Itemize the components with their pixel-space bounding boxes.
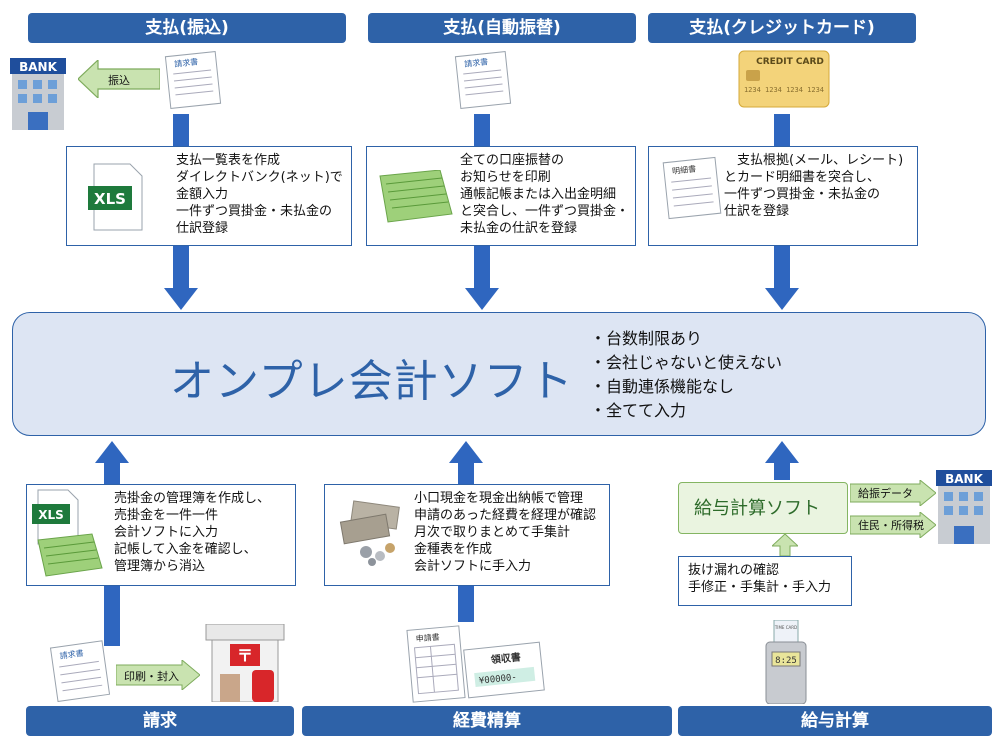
accounting-software-box bbox=[12, 312, 986, 436]
transfer-process-text: 支払一覧表を作成 ダイレクトバンク(ネット)で 金額入力 一件ずつ買掛金・未払金… bbox=[176, 153, 343, 236]
resident-tax-label: 住民・所得税 bbox=[858, 519, 924, 532]
software-limitations-list: 台数制限あり 会社じゃないと使えない 自動連係機能なし 全てて入力 bbox=[590, 327, 782, 423]
header-payroll: 給与計算 bbox=[678, 706, 992, 736]
header-pay-auto: 支払(自動振替) bbox=[368, 13, 636, 43]
xls-icon: XLS bbox=[86, 162, 146, 232]
up-arrow bbox=[95, 441, 129, 463]
bank-icon: BANK bbox=[934, 470, 994, 544]
down-arrow bbox=[765, 288, 799, 310]
post-office-icon: 〒 bbox=[202, 623, 288, 703]
payroll-data-arrow bbox=[849, 478, 937, 508]
bank-icon: BANK bbox=[8, 58, 68, 130]
svg-text:請求書: 請求書 bbox=[59, 648, 84, 661]
svg-text:請求書: 請求書 bbox=[464, 56, 489, 68]
connector bbox=[173, 114, 189, 146]
arrow-shaft bbox=[173, 246, 189, 290]
resident-tax-arrow bbox=[849, 510, 937, 540]
svg-text:〒: 〒 bbox=[237, 646, 253, 665]
payroll-software-box bbox=[678, 482, 848, 534]
statement-icon: 明細書 bbox=[660, 156, 724, 220]
header-pay-transfer: 支払(振込) bbox=[28, 13, 346, 43]
billing-process-text: 売掛金の管理簿を作成し、 売掛金を一件一件 会計ソフトに入力 記帳して入金を確認… bbox=[114, 491, 271, 574]
limitation-item: 台数制限あり bbox=[590, 327, 782, 351]
svg-text:1234 1234 1234 1234: 1234 1234 1234 1234 bbox=[744, 86, 824, 94]
credit-card-icon: CREDIT CARD 1234 1234 1234 1234 bbox=[738, 50, 830, 108]
accounting-software-title: オンプレ会計ソフト bbox=[170, 356, 574, 407]
svg-text:CREDIT CARD: CREDIT CARD bbox=[756, 57, 824, 67]
svg-text:申請書: 申請書 bbox=[415, 632, 440, 644]
down-arrow bbox=[465, 288, 499, 310]
svg-text:明細書: 明細書 bbox=[672, 164, 697, 176]
up-arrow bbox=[765, 441, 799, 463]
card-process-text: 支払根拠(メール、レシート) とカード明細書を突合し、 一件ずつ買掛金・未払金の… bbox=[724, 153, 904, 219]
xls-icon: XLS bbox=[30, 488, 110, 582]
down-arrow bbox=[164, 288, 198, 310]
payroll-check-text: 抜け漏れの確認 手修正・手集計・手入力 bbox=[688, 563, 832, 595]
invoice-icon: 請求書 bbox=[162, 50, 224, 110]
expense-process-text: 小口現金を現金出納帳で管理 申請のあった経費を経理が確認 月次で取りまとめて手集… bbox=[414, 491, 597, 574]
invoice-icon: 請求書 bbox=[46, 640, 116, 703]
payroll-check-box bbox=[678, 556, 852, 606]
connector bbox=[474, 114, 490, 146]
print-seal-label: 印刷・封入 bbox=[124, 670, 179, 683]
svg-text:XLS: XLS bbox=[94, 190, 126, 208]
limitation-item: 自動連係機能なし bbox=[590, 375, 782, 399]
transfer-label: 振込 bbox=[108, 74, 130, 87]
header-pay-card: 支払(クレジットカード) bbox=[648, 13, 916, 43]
svg-text:8:25: 8:25 bbox=[775, 656, 797, 666]
connector bbox=[104, 586, 120, 646]
svg-text:BANK: BANK bbox=[19, 60, 57, 74]
svg-text:領収書: 領収書 bbox=[489, 650, 521, 666]
arrow-shaft bbox=[774, 246, 790, 290]
svg-text:XLS: XLS bbox=[38, 508, 64, 522]
arrow-shaft bbox=[104, 462, 120, 484]
connector bbox=[774, 114, 790, 146]
svg-text:¥00000-: ¥00000- bbox=[479, 673, 518, 687]
arrow-shaft bbox=[774, 462, 790, 480]
svg-text:BANK: BANK bbox=[945, 472, 983, 486]
payroll-data-label: 給振データ bbox=[858, 487, 913, 500]
limitation-item: 会社じゃないと使えない bbox=[590, 351, 782, 375]
receipt-icon: 領収書 ¥00000- bbox=[462, 640, 546, 700]
up-arrow bbox=[449, 441, 483, 463]
cash-icon bbox=[336, 500, 406, 570]
svg-text:TIME CARD: TIME CARD bbox=[774, 625, 797, 630]
limitation-item: 全てて入力 bbox=[590, 399, 782, 423]
arrow-shaft bbox=[458, 462, 474, 484]
print-seal-arrow bbox=[115, 658, 201, 692]
passbook-icon bbox=[370, 169, 454, 224]
svg-text:請求書: 請求書 bbox=[174, 56, 199, 68]
timecard-icon: TIME CARD 8:25 bbox=[764, 619, 808, 705]
invoice-icon: 請求書 bbox=[452, 50, 514, 110]
connector bbox=[458, 586, 474, 622]
header-billing: 請求 bbox=[26, 706, 294, 736]
payroll-software-label: 給与計算ソフト bbox=[694, 498, 820, 519]
application-form-icon: 申請書 bbox=[404, 624, 468, 704]
header-expense: 経費精算 bbox=[302, 706, 672, 736]
arrow-shaft bbox=[474, 246, 490, 290]
payroll-up-arrow bbox=[770, 533, 800, 557]
auto-process-text: 全ての口座振替の お知らせを印刷 通帳記帳または入出金明細 と突合し、一件ずつ買… bbox=[460, 153, 630, 236]
